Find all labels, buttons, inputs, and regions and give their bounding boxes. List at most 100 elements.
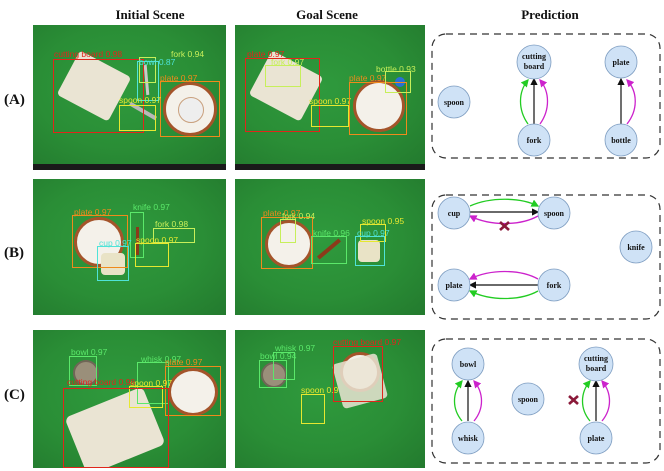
svg-text:cutting: cutting (522, 52, 546, 61)
bbox-label: plate 0.97 (263, 208, 301, 218)
edge-green (453, 380, 463, 422)
bbox-label: bowl 0.97 (71, 347, 108, 357)
bbox-label: spoon 0.97 (309, 96, 352, 106)
bbox-label: plate 0.97 (160, 73, 198, 83)
bbox-label: cutting board 0.97 (333, 337, 402, 347)
node-bottle: bottle (604, 123, 638, 157)
bbox-label: spoon 0.97 (130, 378, 173, 388)
svg-text:fork: fork (547, 281, 562, 290)
plate-object (168, 368, 218, 416)
cup-object (101, 253, 125, 275)
cup-object (358, 240, 380, 262)
bbox-label: bottle 0.93 (376, 64, 416, 74)
prediction-graph-c: bowl cutting board spoon whisk plate (431, 338, 661, 464)
edge-magenta (601, 380, 611, 422)
node-spoon: spoon (537, 196, 571, 230)
bbox-label: cutting board 0.98 (54, 49, 123, 59)
bbox-label: bowl 0.94 (260, 351, 297, 361)
edge-green (468, 290, 539, 300)
svg-text:knife: knife (627, 243, 645, 252)
prediction-graph-a: spoon cutting board fork plate bottle (431, 33, 661, 159)
edge-green (519, 79, 529, 125)
bowl-object (73, 360, 99, 386)
svg-text:board: board (524, 62, 545, 71)
bbox-label: spoon 0.9 (301, 385, 339, 395)
plate-object (163, 82, 217, 136)
bbox-label: spoon 0.97 (119, 95, 162, 105)
prediction-graph-b: cup spoon knife plate fork (431, 194, 661, 320)
edge-magenta (468, 270, 539, 280)
bbox-label: plate 0.97 (349, 73, 387, 83)
bbox-label: fork 0.97 (271, 57, 305, 67)
initial-scene-b: plate 0.97 knife 0.97 fork 0.98 cup 0.97… (33, 179, 226, 315)
error-cross-icon (568, 395, 579, 405)
bbox-label: spoon 0.97 (136, 235, 179, 245)
svg-text:cutting: cutting (584, 354, 608, 363)
node-spoon: spoon (437, 85, 471, 119)
bbox-label: whisk 0.97 (141, 354, 182, 364)
plate-object (74, 217, 124, 267)
node-spoon: spoon (511, 382, 545, 416)
bbox-label: knife 0.97 (133, 202, 170, 212)
bbox-label: plate 0.97 (165, 357, 203, 367)
edge-magenta (468, 215, 539, 225)
bbox-label: plate 0.97 (74, 207, 112, 217)
svg-text:plate: plate (446, 281, 463, 290)
bbox-label: whisk 0.97 (275, 343, 316, 353)
node-plate: plate (437, 268, 471, 302)
bbox-label: cup 0.97 (357, 228, 390, 238)
plate-object (353, 80, 405, 132)
svg-text:fork: fork (527, 136, 542, 145)
bbox-label: fork 0.98 (155, 219, 189, 229)
node-whisk: whisk (451, 421, 485, 455)
node-knife: knife (619, 230, 653, 264)
edge-green (469, 198, 540, 207)
node-plate: plate (604, 45, 638, 79)
row-label-c: (C) (4, 387, 25, 403)
svg-text:bottle: bottle (611, 136, 631, 145)
header-prediction: Prediction (521, 7, 579, 22)
node-cup: cup (437, 196, 471, 230)
svg-text:spoon: spoon (444, 98, 465, 107)
node-fork: fork (517, 123, 551, 157)
node-fork: fork (537, 268, 571, 302)
prediction-panel-border (431, 338, 661, 464)
edge-magenta (473, 380, 483, 422)
bbox-label: bowl 0.87 (139, 57, 176, 67)
row-label-b: (B) (4, 245, 24, 261)
svg-text:spoon: spoon (544, 209, 565, 218)
bbox-label: plate 0.97 (247, 49, 285, 59)
knife-object (136, 227, 139, 255)
edge-green (581, 380, 591, 422)
node-cutting-board: cutting board (578, 346, 614, 382)
goal-scene-b: plate 0.97 fork 0.94 knife 0.96 spoon 0.… (235, 179, 425, 315)
plate-center-object (178, 97, 204, 123)
bbox-label: cutting board 0.98 (67, 377, 136, 387)
bbox-label: spoon 0.95 (362, 216, 405, 226)
svg-text:plate: plate (588, 434, 605, 443)
goal-scene-c: whisk 0.97 bowl 0.94 cutting board 0.97 … (235, 330, 425, 468)
header-goal-scene: Goal Scene (296, 7, 358, 22)
svg-text:cup: cup (448, 209, 461, 218)
prediction-panel-border (431, 194, 661, 320)
bbox-label: cup 0.97 (99, 238, 132, 248)
node-cutting-board: cutting board (516, 44, 552, 80)
edge-magenta (626, 79, 636, 125)
header-initial-scene: Initial Scene (115, 7, 185, 22)
prediction-panel-border (431, 33, 661, 159)
error-cross-icon (499, 221, 510, 231)
goal-scene-a: plate 0.97 fork 0.97 spoon 0.97 plate 0.… (235, 25, 425, 170)
node-bowl: bowl (451, 347, 485, 381)
svg-text:whisk: whisk (458, 434, 479, 443)
initial-scene-a: cutting board 0.98 fork 0.94 bowl 0.87 p… (33, 25, 226, 170)
svg-text:spoon: spoon (518, 395, 539, 404)
bbox-label: fork 0.94 (282, 211, 316, 221)
bbox-label: knife 0.96 (313, 228, 350, 238)
bbox-label: fork 0.94 (171, 49, 205, 59)
initial-scene-c: bowl 0.97 whisk 0.97 plate 0.97 spoon 0.… (33, 330, 226, 468)
node-plate: plate (579, 421, 613, 455)
row-label-a: (A) (4, 92, 25, 108)
svg-text:bowl: bowl (460, 360, 477, 369)
svg-text:plate: plate (613, 58, 630, 67)
svg-text:board: board (586, 364, 607, 373)
